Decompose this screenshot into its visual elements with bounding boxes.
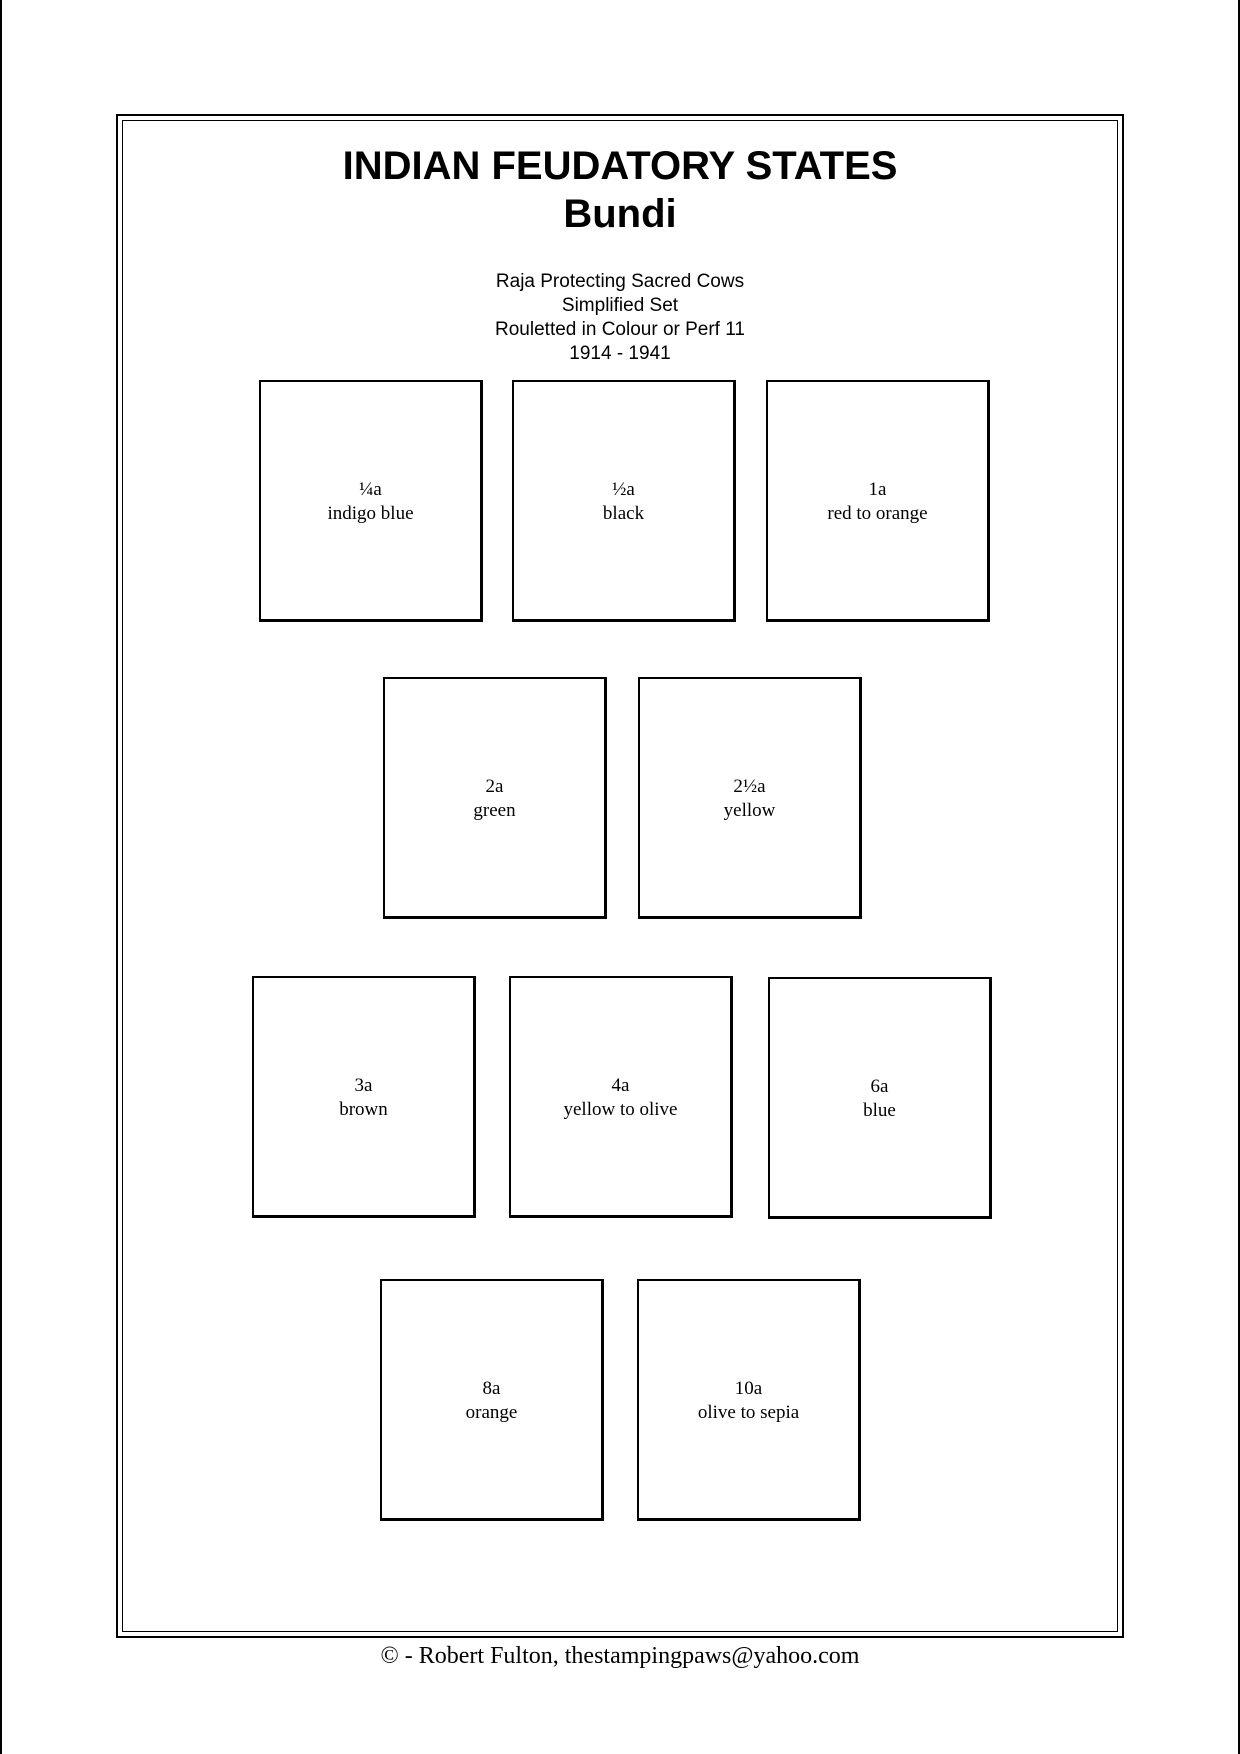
page-border-outer [116,114,1124,1638]
page-edge-right [1238,0,1240,1754]
stamp-colour: green [473,800,516,821]
page-border-inner [122,120,1118,1632]
stamp-colour: black [602,503,645,524]
issue-years: 1914 - 1941 [569,343,671,364]
stamp-box: 2½a yellow [638,677,862,919]
stamp-box: 2a green [383,677,607,919]
stamp-box: 4a yellow to olive [509,976,733,1218]
stamp-colour: yellow to olive [563,1099,678,1120]
stamp-colour: red to orange [827,503,928,524]
issue-description: Raja Protecting Sacred Cows [495,271,745,292]
stamp-value: ¼a [359,479,382,500]
stamp-colour: blue [863,1100,896,1121]
stamp-value: 8a [482,1378,501,1399]
stamp-value: 6a [870,1076,889,1097]
perforation-note: Rouletted in Colour or Perf 11 [495,319,745,340]
stamp-box: 10a olive to sepia [637,1279,861,1521]
stamp-colour: indigo blue [327,503,414,524]
stamp-colour: yellow [723,800,776,821]
stamp-box: 6a blue [768,977,992,1219]
stamp-box: ½a black [512,380,736,622]
stamp-colour: olive to sepia [697,1402,800,1423]
stamp-colour: brown [339,1099,388,1120]
page-title: INDIAN FEUDATORY STATES [342,144,898,188]
page-edge-left [0,0,2,1754]
set-type: Simplified Set [561,295,679,316]
page-subtitle: Bundi [563,192,677,236]
stamp-value: 10a [734,1378,763,1399]
stamp-value: 4a [611,1075,630,1096]
stamp-value: ½a [612,479,635,500]
copyright-footer: © - Robert Fulton, thestampingpaws@yahoo… [380,1643,860,1669]
stamp-box: 8a orange [380,1279,604,1521]
stamp-value: 2a [485,776,504,797]
stamp-box: 1a red to orange [766,380,990,622]
stamp-value: 2½a [733,776,766,797]
stamp-value: 1a [868,479,887,500]
stamp-value: 3a [354,1075,373,1096]
stamp-box: ¼a indigo blue [259,380,483,622]
stamp-colour: orange [465,1402,518,1423]
stamp-box: 3a brown [252,976,476,1218]
